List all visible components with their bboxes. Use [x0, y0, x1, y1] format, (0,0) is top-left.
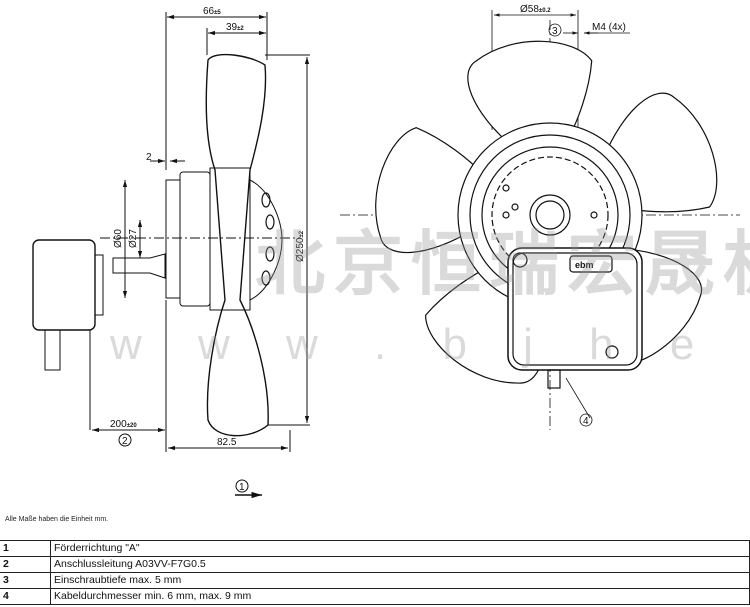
dim-66-tol: ±5: [214, 10, 221, 16]
dim-82-5: 82.5: [217, 437, 237, 448]
units-note: Alle Maße haben die Einheit mm.: [5, 516, 109, 523]
dim-2: 2: [146, 152, 152, 163]
dim-m4: M4 (4x): [592, 22, 626, 33]
dim-250: Ø250±2: [295, 230, 306, 262]
callout-4: 4: [583, 416, 589, 427]
dim-58: Ø58±0.2: [520, 4, 551, 15]
dim-39-tol: ±2: [237, 26, 244, 32]
callout-3: 3: [552, 26, 558, 37]
legend-num: 4: [0, 588, 51, 605]
brand-label: ebm: [575, 260, 594, 270]
legend-text: Anschlussleitung A03VV-F7G0.5: [50, 556, 750, 573]
dim-250-tol: ±2: [299, 230, 305, 237]
front-view: Ø58±0.2 3 M4 (4x) ebm 4: [340, 4, 740, 430]
side-view: 66±5 39±2 Ø250±2 2 Ø60 Ø27 200±20: [32, 6, 310, 499]
dim-66: 66±5: [203, 6, 221, 17]
dim-200-tol: ±20: [127, 423, 138, 429]
fan-blade: [375, 127, 484, 254]
callout-1: 1: [239, 482, 245, 493]
legend-num: 3: [0, 572, 51, 589]
legend-num: 2: [0, 556, 51, 573]
fan-blade: [467, 40, 593, 149]
legend-text: Kabeldurchmesser min. 6 mm, max. 9 mm: [50, 588, 750, 605]
legend-text: Einschraubtiefe max. 5 mm: [50, 572, 750, 589]
dim-27: Ø27: [128, 229, 139, 248]
legend-num: 1: [0, 540, 51, 557]
technical-drawing: 66±5 39±2 Ø250±2 2 Ø60 Ø27 200±20: [32, 4, 740, 499]
legend-text: Förderrichtung "A": [50, 540, 750, 557]
callout-2: 2: [122, 436, 128, 447]
dim-200: 200±20: [110, 419, 137, 430]
dim-58-tol: ±0.2: [539, 8, 551, 14]
dim-39: 39±2: [226, 22, 244, 33]
